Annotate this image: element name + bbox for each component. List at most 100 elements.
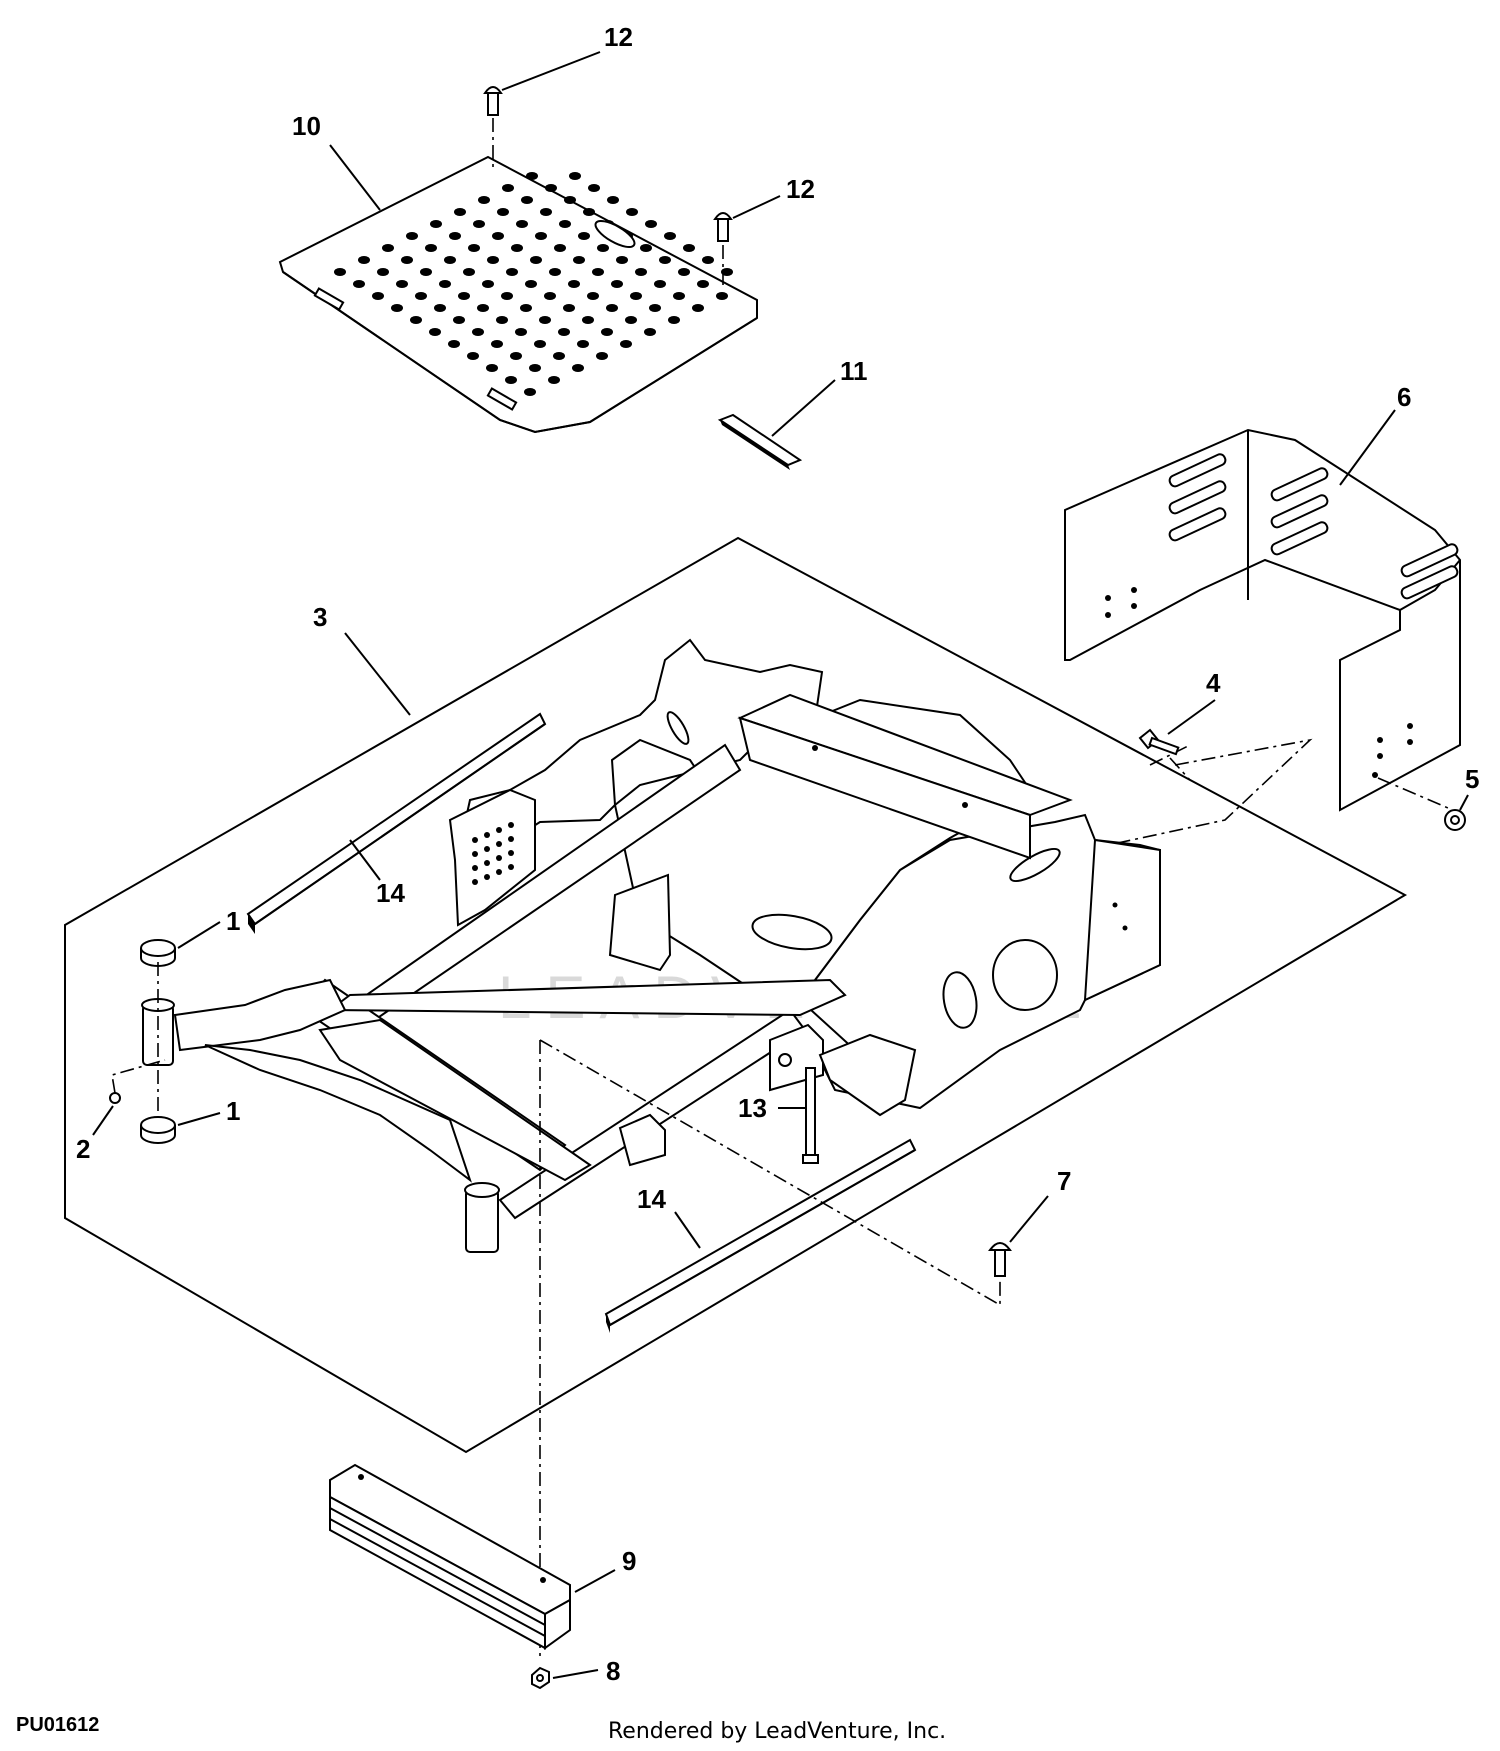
plate-hole — [467, 352, 479, 360]
side-hole — [484, 860, 490, 866]
plate-hole — [506, 268, 518, 276]
rear-shield — [1064, 428, 1461, 812]
plate-hole — [502, 184, 514, 192]
plate-hole — [425, 244, 437, 252]
plate-hole — [505, 376, 517, 384]
floor-plate-holes — [334, 172, 733, 396]
plate-hole — [486, 364, 498, 372]
plate-hole — [582, 316, 594, 324]
side-hole — [508, 836, 514, 842]
figure-code: PU01612 — [16, 1714, 99, 1736]
plate-hole — [396, 280, 408, 288]
plate-hole — [478, 196, 490, 204]
callout-7: 7 — [1057, 1166, 1071, 1196]
plate-hole — [468, 244, 480, 252]
plate-hole — [659, 256, 671, 264]
side-hole — [496, 855, 502, 861]
plate-hole — [453, 316, 465, 324]
carriage-bolt-12a — [483, 86, 503, 172]
bushing-1b — [140, 1116, 176, 1144]
plate-hole — [448, 340, 460, 348]
plate-hole — [410, 316, 422, 324]
plate-hole — [492, 232, 504, 240]
plate-hole — [673, 292, 685, 300]
plate-hole — [592, 268, 604, 276]
plate-hole — [497, 208, 509, 216]
plate-hole — [692, 304, 704, 312]
plate-hole — [516, 220, 528, 228]
plate-hole — [630, 292, 642, 300]
plate-hole — [568, 280, 580, 288]
leader-lines — [92, 51, 1469, 1679]
plate-hole — [454, 208, 466, 216]
plate-hole — [406, 232, 418, 240]
plate-hole — [534, 340, 546, 348]
floor-plate — [278, 155, 758, 434]
plate-hole — [496, 316, 508, 324]
vent-slot — [1168, 507, 1227, 542]
callout-3: 3 — [313, 602, 327, 632]
grease-fitting-2 — [109, 1059, 166, 1104]
side-hole — [472, 879, 478, 885]
plate-hole — [611, 280, 623, 288]
plate-hole — [525, 280, 537, 288]
plate-hole — [334, 268, 346, 276]
plate-hole — [463, 268, 475, 276]
vent-slot — [1270, 467, 1329, 502]
callout-1-top: 1 — [226, 906, 240, 936]
carriage-bolt-12b — [713, 212, 733, 285]
plate-hole — [530, 256, 542, 264]
plate-hole — [353, 280, 365, 288]
plate-hole — [587, 292, 599, 300]
plate-hole — [664, 232, 676, 240]
plate-hole — [434, 304, 446, 312]
plate-hole — [654, 280, 666, 288]
plate-hole — [526, 172, 538, 180]
side-hole — [472, 865, 478, 871]
plate-hole — [563, 304, 575, 312]
plate-hole — [606, 304, 618, 312]
side-hole — [496, 841, 502, 847]
side-hole — [484, 874, 490, 880]
plate-hole — [524, 388, 536, 396]
plate-hole — [520, 304, 532, 312]
side-hole — [472, 851, 478, 857]
callout-8: 8 — [606, 1656, 620, 1686]
plate-hole — [515, 328, 527, 336]
plate-hole — [545, 184, 557, 192]
plate-hole — [597, 244, 609, 252]
plate-hole — [358, 256, 370, 264]
plate-hole — [702, 256, 714, 264]
side-hole — [496, 869, 502, 875]
bumper-9 — [329, 1463, 571, 1650]
nut-8 — [531, 1666, 550, 1690]
main-frame — [141, 638, 1161, 1253]
plate-hole — [544, 292, 556, 300]
plate-hole — [564, 196, 576, 204]
plate-hole — [458, 292, 470, 300]
callout-1-bottom: 1 — [226, 1096, 240, 1126]
plate-hole — [477, 304, 489, 312]
plate-hole — [548, 376, 560, 384]
vent-slot — [1400, 543, 1459, 578]
callout-14-top: 14 — [376, 878, 405, 908]
side-hole — [472, 837, 478, 843]
plate-hole — [429, 328, 441, 336]
plate-hole — [430, 220, 442, 228]
plate-hole — [697, 280, 709, 288]
plate-hole — [626, 208, 638, 216]
plate-hole — [668, 316, 680, 324]
side-hole — [484, 832, 490, 838]
side-hole — [508, 864, 514, 870]
carriage-bolt-7 — [988, 1242, 1012, 1277]
plate-hole — [588, 184, 600, 192]
plate-hole — [491, 340, 503, 348]
callout-5: 5 — [1465, 764, 1479, 794]
vent-slot — [1270, 521, 1329, 556]
plate-hole — [716, 292, 728, 300]
plate-hole — [372, 292, 384, 300]
shield-vent-slots — [1168, 453, 1459, 600]
plate-hole — [391, 304, 403, 312]
shield-mount-line-b — [1149, 744, 1191, 766]
